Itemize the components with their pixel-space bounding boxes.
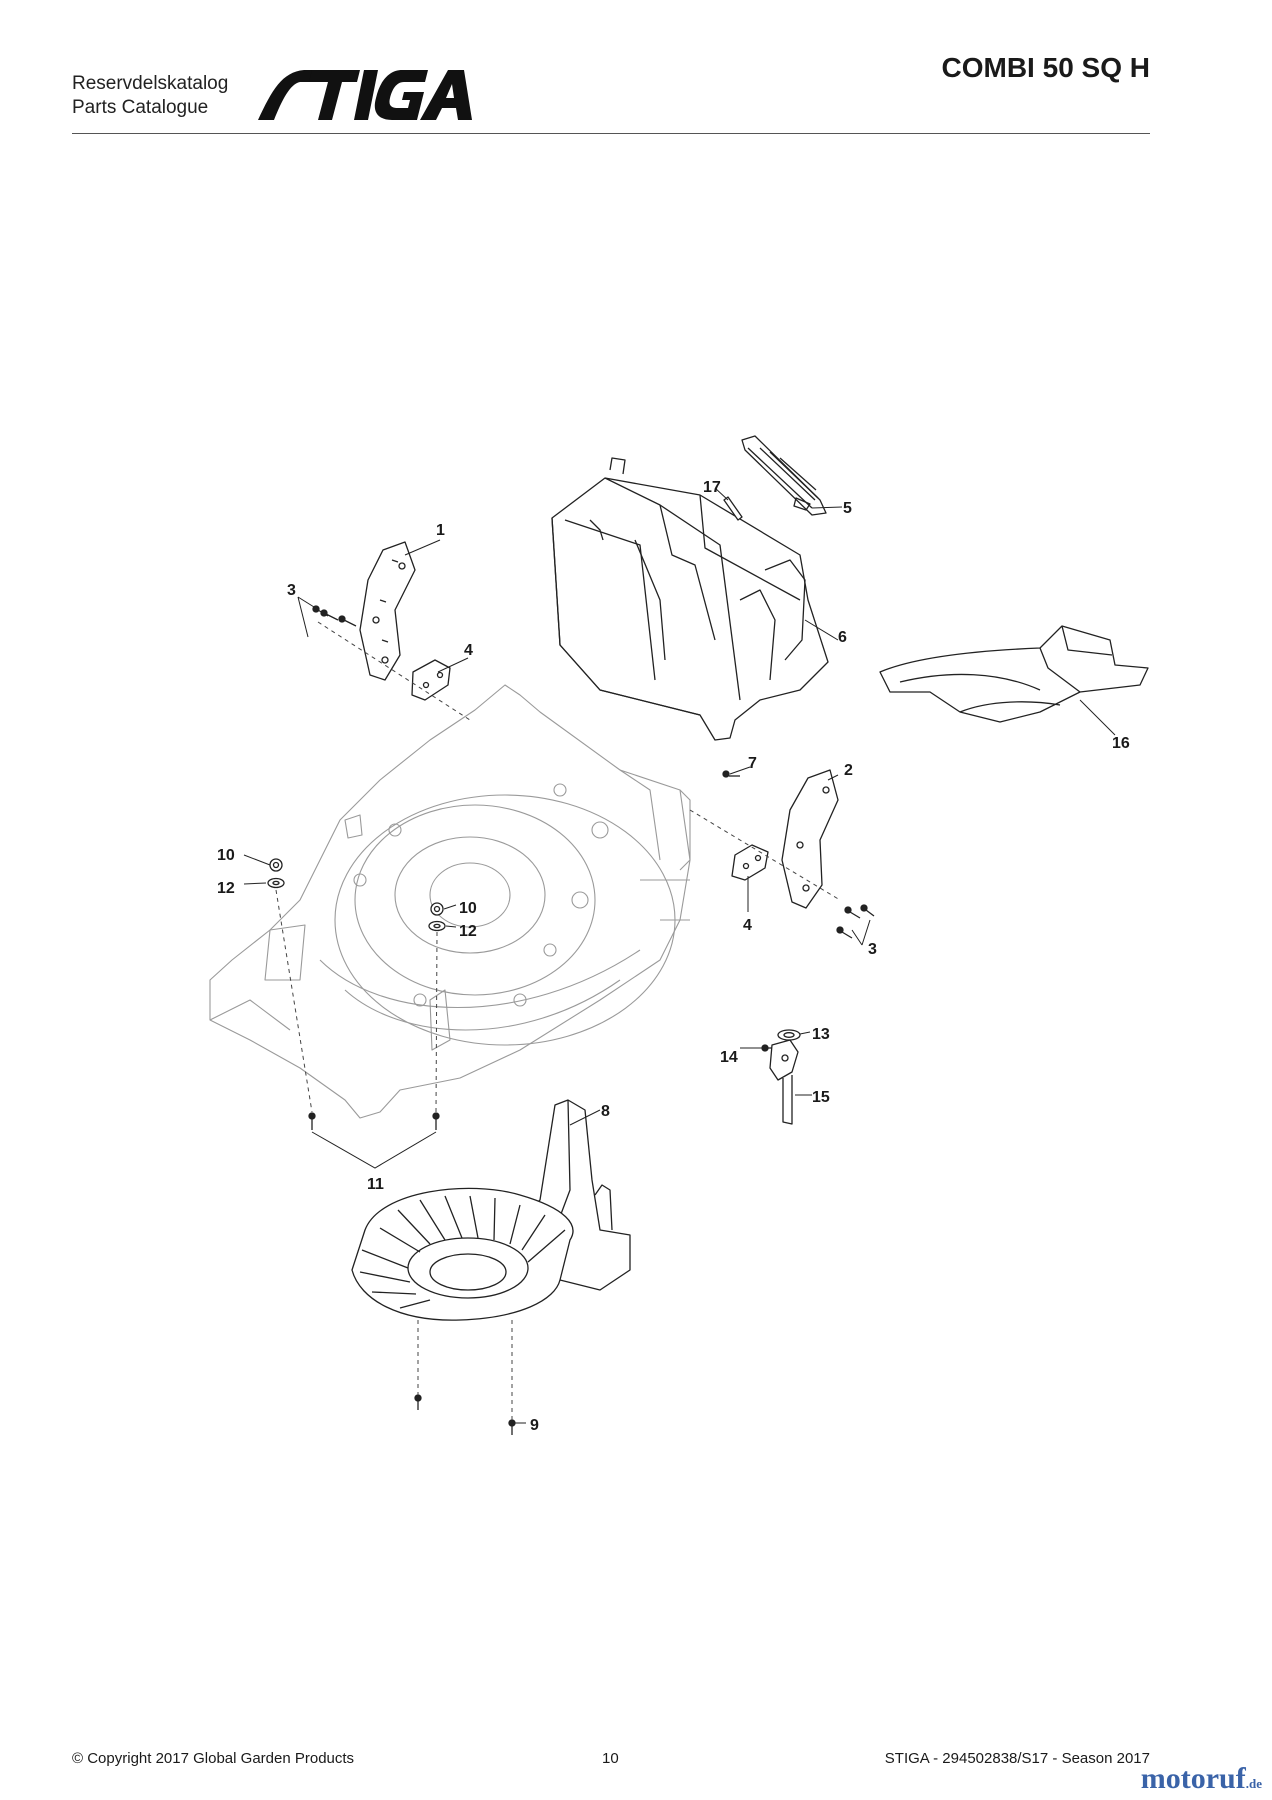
footer-page-number: 10 [602,1750,619,1767]
blade-housing [351,1187,574,1321]
callout-12-center: 12 [459,923,477,940]
callout-10-center: 10 [459,900,477,917]
part-12-washer-center [428,920,446,932]
part-13-washer [777,1029,801,1041]
callout-4-left: 4 [464,642,473,659]
watermark-text: motoruf [1140,1762,1246,1795]
watermark-tld: .de [1245,1776,1262,1791]
callout-14: 14 [720,1049,738,1066]
part-12-washer-left [267,877,285,889]
leader-lines [243,487,1116,1424]
callout-5: 5 [843,500,852,517]
watermark-logo: motoruf.de [1141,1762,1262,1796]
callout-4-right: 4 [743,917,752,934]
callout-16: 16 [1112,735,1130,752]
part-2-right-bracket [781,769,839,909]
callout-1: 1 [436,522,445,539]
part-17-pin [723,496,743,521]
part-11-bolts [308,1112,440,1130]
mower-deck [209,684,691,1119]
callout-3-right: 3 [868,941,877,958]
part-7-bolt [722,770,740,778]
part-1-left-bracket [359,541,416,681]
part-6-chute-housing [551,457,829,741]
callout-labels: 1 2 3 3 4 4 5 6 7 8 9 10 10 11 12 12 13 … [217,479,1130,1434]
part-10-nut-left [269,858,283,872]
part-15-axle-bracket [769,1039,799,1125]
part-16-handle-flap [879,625,1149,723]
callout-17: 17 [703,479,721,496]
callout-10-left: 10 [217,847,235,864]
catalog-title-en: Parts Catalogue [72,97,209,118]
footer-document-reference: STIGA - 294502838/S17 - Season 2017 [884,1750,1150,1767]
callout-11: 11 [367,1176,384,1193]
callout-3-left: 3 [287,582,296,599]
model-title: COMBI 50 SQ H [941,52,1150,83]
callout-2: 2 [844,762,853,779]
catalog-title-sv: Reservdelskatalog [72,73,229,94]
callout-12-left: 12 [217,880,235,897]
callout-13: 13 [812,1026,830,1043]
part-5-cover-plate [741,435,827,516]
footer-copyright: © Copyright 2017 Global Garden Products [72,1750,355,1767]
callout-9: 9 [530,1417,539,1434]
part-9-screws [414,1394,516,1435]
part-10-nut-center [430,902,444,916]
part-4-small-bracket-b [731,844,769,881]
callout-7: 7 [748,755,757,772]
callout-8: 8 [601,1103,610,1120]
catalog-title: Reservdelskatalog Parts Catalogue [72,72,228,120]
header-divider [72,133,1150,134]
part-3-screws-right [836,904,875,939]
stiga-logo [258,70,472,120]
part-3-screws-left [312,605,357,627]
callout-6: 6 [838,629,847,646]
assembly-lines [275,621,841,1420]
part-4-small-bracket-a [411,659,451,701]
callout-15: 15 [812,1089,830,1106]
